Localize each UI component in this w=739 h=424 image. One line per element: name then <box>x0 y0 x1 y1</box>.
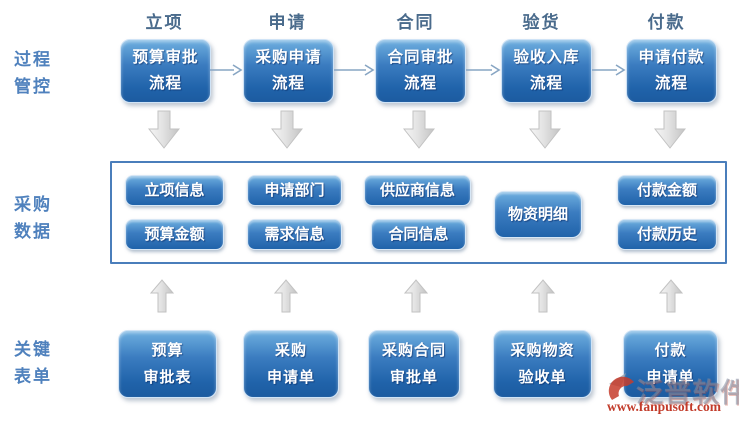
form-box-purchase-request-form: 采购 申请单 <box>243 330 339 398</box>
column-header-contract: 合同 <box>396 13 435 32</box>
up-arrow-icon <box>531 279 555 313</box>
form-box-budget-approval-form: 预算 审批表 <box>118 330 217 398</box>
column-header-payment: 付款 <box>647 13 686 32</box>
fanpu-logo-icon <box>608 373 634 400</box>
down-arrow-icon <box>529 110 561 149</box>
process-box-budget-approval-flow: 预算审批 流程 <box>120 39 211 103</box>
form-box-payment-request-form: 付款 申请单 <box>623 330 718 398</box>
form-box-contract-approval-form: 采购合同 审批单 <box>368 330 460 398</box>
process-box-payment-request-flow: 申请付款 流程 <box>626 39 717 103</box>
data-pill-material-detail: 物资明细 <box>494 191 582 238</box>
row-label-process-control: 过程 管控 <box>14 50 52 96</box>
down-arrow-icon <box>654 110 686 149</box>
column-header-purchase-request: 申请 <box>268 13 307 32</box>
up-arrow-icon <box>404 279 428 313</box>
data-pill-supplier-info: 供应商信息 <box>364 175 471 206</box>
watermark-brand: 泛普软件 <box>636 378 739 408</box>
up-arrow-icon <box>659 279 683 313</box>
down-arrow-icon <box>403 110 435 149</box>
right-arrow-icon <box>466 64 501 76</box>
process-box-contract-approval-flow: 合同审批 流程 <box>375 39 466 103</box>
watermark-url: www.fanpusoft.com <box>607 399 722 414</box>
down-arrow-icon <box>271 110 303 149</box>
right-arrow-icon <box>334 64 375 76</box>
row-label-purchase-data: 采购 数据 <box>14 195 52 241</box>
column-header-project-initiation: 立项 <box>145 13 184 32</box>
data-pill-contract-info: 合同信息 <box>371 219 466 250</box>
data-pill-payment-history: 付款历史 <box>617 219 717 250</box>
data-pill-payment-amount: 付款金额 <box>617 175 717 206</box>
row-label-key-forms: 关键 表单 <box>14 340 52 386</box>
right-arrow-icon <box>592 64 626 76</box>
process-box-purchase-request-flow: 采购申请 流程 <box>243 39 334 103</box>
up-arrow-icon <box>150 279 174 313</box>
right-arrow-icon <box>210 64 243 76</box>
column-header-goods-inspection: 验货 <box>522 13 561 32</box>
down-arrow-icon <box>148 110 180 149</box>
up-arrow-icon <box>274 279 298 313</box>
data-pill-project-info: 立项信息 <box>125 175 224 206</box>
form-box-material-acceptance-form: 采购物资 验收单 <box>493 330 592 398</box>
data-pill-budget-amount: 预算金额 <box>125 219 224 250</box>
process-box-receiving-warehousing-flow: 验收入库 流程 <box>501 39 592 103</box>
data-pill-demand-info: 需求信息 <box>247 219 342 250</box>
data-pill-request-department: 申请部门 <box>247 175 342 206</box>
